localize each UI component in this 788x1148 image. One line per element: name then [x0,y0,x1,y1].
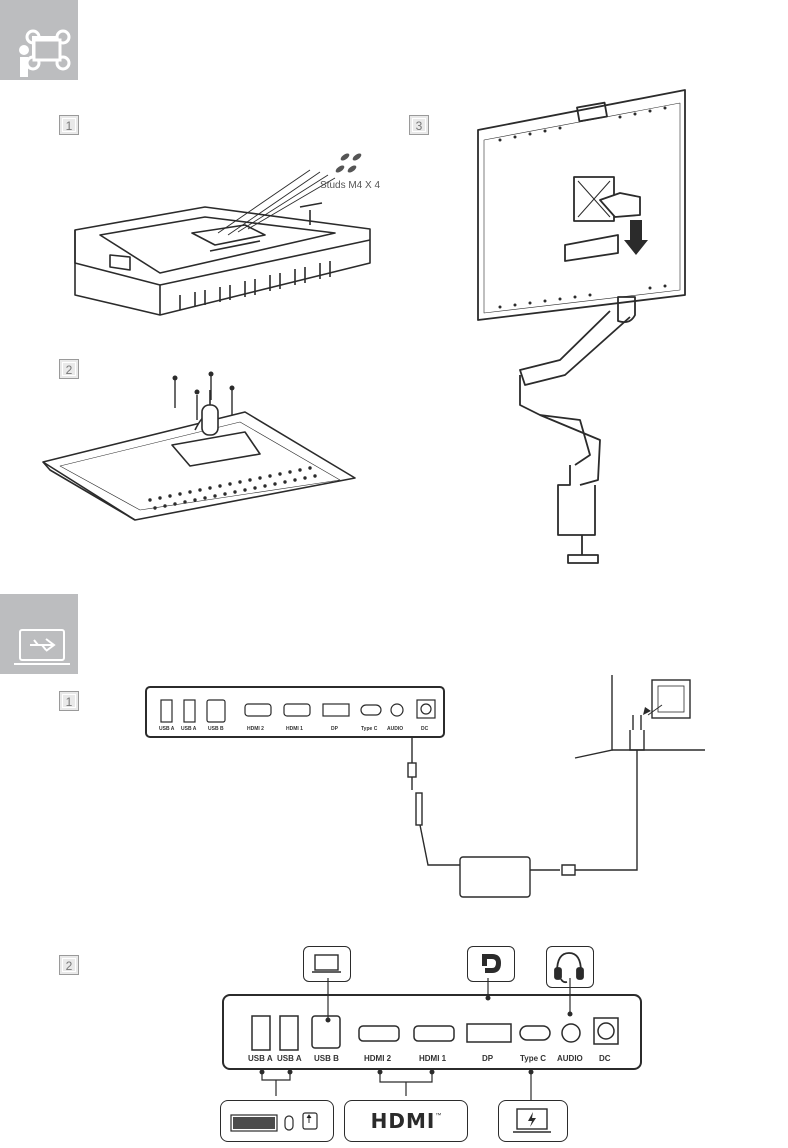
usb-a-port-large-1 [251,1015,271,1051]
vesa-section-tab [0,0,78,80]
usb-b-port-large [311,1015,341,1049]
usb-a-port-1 [160,699,173,723]
port-label-usb-a-2: USB A [181,726,197,732]
port-label-large-usb-a-1: USB A [248,1054,273,1063]
usb-a-port-2 [183,699,196,723]
type-c-laptop-box [498,1100,568,1142]
port-label-large-dp: DP [482,1054,494,1063]
laptop-icon [312,954,341,973]
power-connection-illustration [407,675,705,898]
hdmi-1-port [283,703,311,717]
bracket-attach-illustration [42,371,356,521]
hdmi-logo-text: HDMI [370,1109,436,1133]
step-2-badge: 2 [59,359,79,379]
port-label-type-c: Type C [361,726,378,732]
usb-peripherals-box [220,1100,334,1142]
port-label-dp: DP [331,726,338,732]
port-label-usb-b: USB B [208,726,224,732]
port-panel-small: USB A USB A USB B HDMI 2 HDMI 1 DP Type … [145,686,445,738]
port-label-large-usb-a-2: USB A [277,1054,302,1063]
audio-port [390,703,404,717]
dp-port [322,703,350,717]
headphones-device-box [546,946,594,988]
port-label-usb-a-1: USB A [159,726,175,732]
dc-port [416,699,436,719]
monitor-in-foam-illustration [74,153,371,316]
type-c-port [360,704,382,716]
port-label-hdmi-1: HDMI 1 [286,726,303,732]
type-c-port-large [519,1025,551,1041]
port-label-large-hdmi-2: HDMI 2 [364,1054,392,1063]
displayport-logo-icon [482,954,501,973]
laptop-charging-icon [513,1108,551,1133]
hdmi-trademark: ™ [435,1113,442,1119]
connection-lines [259,978,573,1100]
dp-port-large [466,1023,512,1043]
hdmi-2-port-large [358,1025,400,1042]
usb-drive-icon [302,1112,318,1130]
hdmi-devices-box: HDMI ™ [344,1100,468,1142]
hdmi-2-port [244,703,272,717]
port-label-hdmi-2: HDMI 2 [247,726,264,732]
usb-a-port-large-2 [279,1015,299,1051]
connections-section-tab [0,594,78,674]
port-label-large-type-c: Type C [520,1054,547,1063]
port-label-large-usb-b: USB B [314,1054,339,1063]
step-1-badge: 1 [59,115,79,135]
step-3-badge: 3 [409,115,429,135]
port-label-large-dc: DC [599,1054,611,1063]
vesa-mount-icon [19,29,71,77]
port-label-large-audio: AUDIO [557,1054,583,1063]
usb-b-port [206,699,226,723]
mouse-icon [284,1115,294,1131]
displayport-device-box [467,946,515,982]
port-label-audio: AUDIO [387,726,404,732]
port-panel-large: USB A USB A USB B HDMI 2 HDMI 1 DP Type … [222,994,642,1070]
studs-label: Studs M4 X 4 [320,180,381,191]
usb-connection-icon [14,629,70,665]
headphones-icon [554,952,584,984]
audio-port-large [561,1023,581,1043]
dc-port-large [593,1017,619,1045]
laptop-device-box [303,946,351,982]
conn-step-1-badge: 1 [59,691,79,711]
keyboard-icon [230,1114,278,1132]
port-label-large-hdmi-1: HDMI 1 [419,1054,447,1063]
conn-step-2-badge: 2 [59,955,79,975]
monitor-arm-illustration [477,89,686,564]
port-label-dc: DC [421,726,429,732]
hdmi-1-port-large [413,1025,455,1042]
